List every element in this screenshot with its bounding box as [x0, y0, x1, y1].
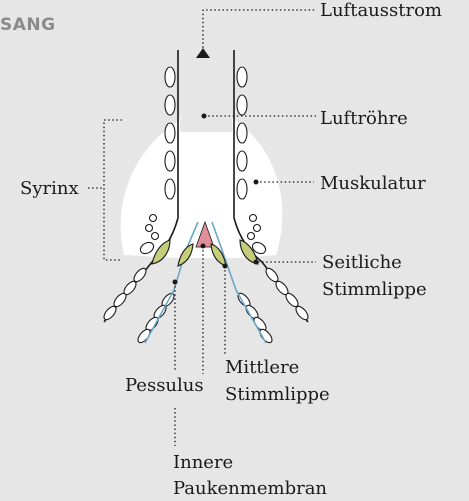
section-title: SANG — [0, 15, 56, 35]
airflow-arrow-line — [203, 10, 315, 52]
medial-lip-dot — [223, 264, 228, 269]
syrinx-bracket — [104, 120, 122, 260]
label-medial-lip-line1: Mittlere — [225, 357, 299, 378]
label-muscles: Muskulatur — [320, 173, 426, 194]
label-lateral-lip-line1: Seitliche — [322, 252, 402, 273]
airflow-arrowhead — [196, 48, 210, 58]
lateral-lip-dot — [254, 260, 259, 265]
bronchus-right-outer — [262, 262, 310, 322]
label-pessulus: Pessulus — [125, 375, 204, 396]
label-lateral-lip-line2: Stimmlippe — [322, 279, 427, 300]
label-membrane-line2: Paukenmembran — [173, 478, 327, 499]
label-trachea: Luftröhre — [320, 108, 408, 129]
muscles-dot — [254, 180, 259, 185]
trachea-dot — [202, 114, 207, 119]
label-syrinx: Syrinx — [20, 178, 79, 199]
bronchus-left-outer — [102, 262, 152, 322]
label-membrane-line1: Innere — [173, 452, 233, 473]
membrane-dot — [173, 280, 178, 285]
pessulus-dot — [201, 244, 206, 249]
label-medial-lip-line2: Stimmlippe — [225, 384, 330, 405]
bronchus-left-inner — [136, 291, 176, 344]
label-airflow-out: Luftausstrom — [320, 0, 442, 21]
